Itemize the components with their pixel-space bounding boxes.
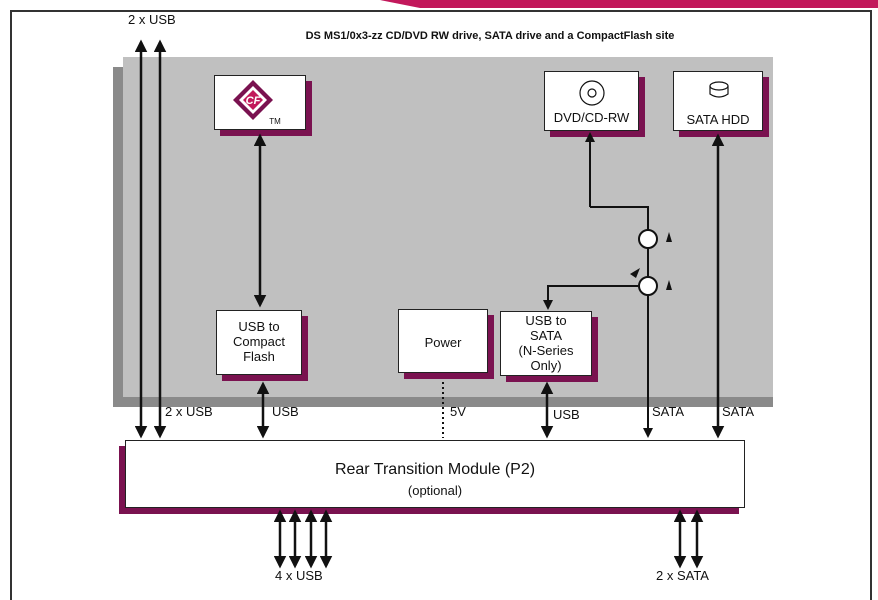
sata-hdd-line-label: SATA [722, 404, 755, 419]
usb-to-compact-flash-line-1: USB to [238, 319, 280, 334]
switch-indicators [630, 232, 672, 290]
dvd-route [590, 206, 649, 230]
usb-cf-label: USB [272, 404, 299, 419]
rear-transition-module-subtitle: (optional) [407, 483, 463, 498]
rear-transition-module-title: Rear Transition Module (P2) [334, 461, 536, 478]
power-label: Power [424, 335, 462, 350]
hard-disk-icon [709, 81, 729, 98]
bottom-usb-label: 4 x USB [275, 568, 323, 583]
usb-to-sata-line-4: Only) [530, 358, 562, 373]
usb-to-compact-flash-line-2: Compact [232, 334, 286, 349]
sata-hdd-box: SATA HDD [673, 71, 763, 131]
sata-branch [547, 285, 638, 308]
usb-to-sata-line-3: (N-Series [518, 343, 574, 358]
usb-to-sata-box: USB to SATA (N-Series Only) [500, 311, 592, 376]
sata-hdd-label: SATA HDD [686, 112, 750, 127]
switch-circle-upper [638, 229, 658, 249]
compact-flash-box: CF TM [214, 75, 306, 130]
dvd-drive-label: DVD/CD-RW [553, 110, 630, 125]
top-usb-label: 2 x USB [128, 12, 176, 27]
power-5v-label: 5V [450, 404, 466, 419]
usb-to-compact-flash-box: USB to Compact Flash [216, 310, 302, 375]
switch-circle-lower [638, 276, 658, 296]
trademark-text: TM [269, 117, 281, 126]
sata-dvd-label: SATA [652, 404, 685, 419]
diagram-title: DS MS1/0x3-zz CD/DVD RW drive, SATA driv… [305, 30, 675, 42]
dvd-drive-box: DVD/CD-RW [544, 71, 639, 131]
usb-to-compact-flash-line-3: Flash [243, 349, 275, 364]
power-box: Power [398, 309, 488, 373]
usb-sata-label: USB [553, 407, 580, 422]
diagram-frame [10, 10, 872, 600]
rear-transition-module-box: Rear Transition Module (P2) (optional) [125, 440, 745, 508]
disc-icon [579, 80, 605, 106]
usb-to-sata-line-1: USB to [525, 313, 567, 328]
usb-to-sata-line-2: SATA [529, 328, 563, 343]
compact-flash-logo-text: CF [246, 95, 261, 107]
compact-flash-logo-icon: CF TM [233, 80, 281, 126]
bottom-sata-label: 2 x SATA [656, 568, 709, 583]
inner-usb-label: 2 x USB [165, 404, 213, 419]
